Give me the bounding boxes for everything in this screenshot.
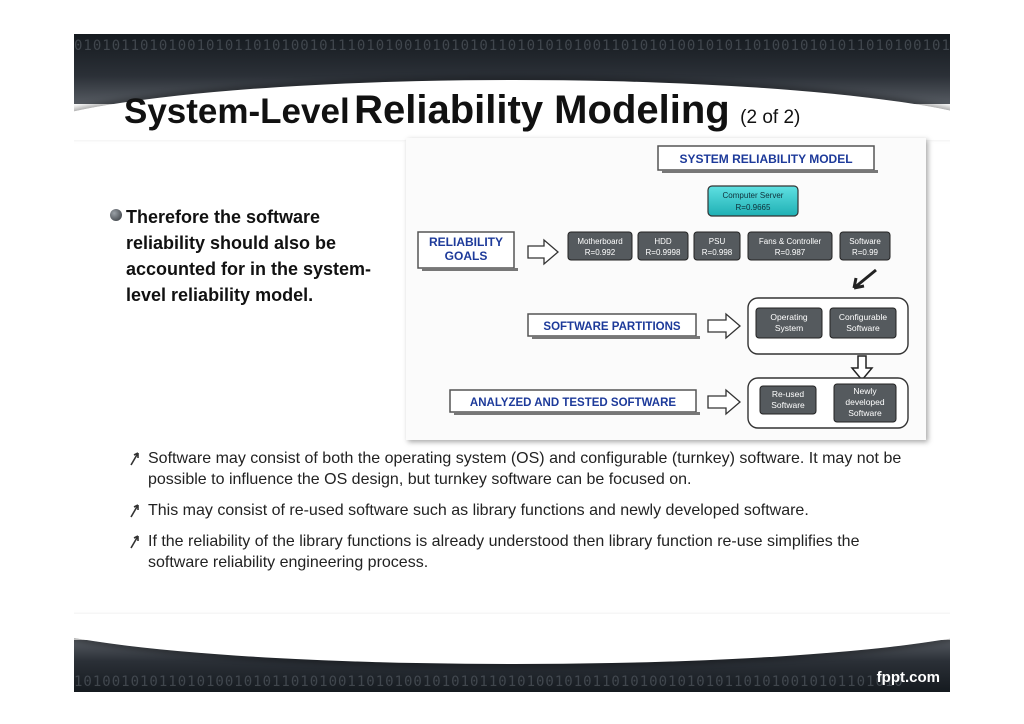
server-box: [707, 185, 799, 217]
arrow-bullet-icon: [130, 452, 139, 466]
software-partitions-label: SOFTWARE PARTITIONS: [543, 321, 680, 333]
svg-text:HDD: HDD: [654, 237, 672, 246]
reused-software: Re-used Software: [759, 385, 817, 415]
sub-bullet-text: If the reliability of the library functi…: [148, 533, 860, 571]
title-page-indicator: (2 of 2): [740, 107, 801, 128]
sub-bullet-text: Software may consist of both the operati…: [148, 450, 902, 488]
partition-configurable-software: Configurable Software: [829, 307, 897, 339]
reliability-diagram: SYSTEM RELIABILITY MODEL Computer Server…: [406, 138, 926, 440]
component-software: Software R=0.99: [839, 231, 891, 261]
svg-text:Fans & Controller: Fans & Controller: [759, 237, 822, 246]
binary-pattern: 0101011010100101011010100101110101001010…: [74, 38, 950, 54]
binary-pattern-bottom: 1010010101101010010101101010011010100101…: [74, 674, 904, 690]
svg-text:Software: Software: [846, 323, 880, 333]
server-name: Computer Server: [723, 191, 784, 200]
svg-text:Re-used: Re-used: [772, 389, 804, 399]
svg-text:PSU: PSU: [709, 237, 726, 246]
component-psu: PSU R=0.998: [693, 231, 741, 261]
title-part-2: Reliability Modeling: [354, 88, 730, 132]
svg-text:R=0.987: R=0.987: [775, 248, 806, 257]
svg-text:Operating: Operating: [770, 312, 808, 322]
list-item: Software may consist of both the operati…: [124, 448, 924, 490]
arrow-bullet-icon: [130, 504, 139, 518]
main-bullet: Therefore the software reliability shoul…: [110, 204, 380, 308]
arrow-goals-icon: [527, 238, 559, 266]
svg-text:Configurable: Configurable: [839, 312, 887, 322]
server-r: R=0.9665: [736, 203, 771, 212]
bullet-dot-icon: [110, 209, 122, 221]
svg-text:R=0.998: R=0.998: [702, 248, 733, 257]
component-hdd: HDD R=0.9998: [637, 231, 689, 261]
svg-text:R=0.9998: R=0.9998: [646, 248, 681, 257]
slide: 0101011010100101011010100101110101001010…: [74, 34, 950, 692]
svg-text:developed: developed: [845, 397, 885, 407]
component-fans-controller: Fans & Controller R=0.987: [747, 231, 833, 261]
component-motherboard: Motherboard R=0.992: [567, 231, 633, 261]
sub-bullet-text: This may consist of re-used software suc…: [148, 502, 809, 519]
svg-text:Software: Software: [849, 237, 881, 246]
partition-operating-system: Operating System: [755, 307, 823, 339]
analyzed-label: ANALYZED AND TESTED SOFTWARE: [470, 397, 676, 409]
svg-text:System: System: [775, 323, 803, 333]
arrow-bullet-icon: [130, 535, 139, 549]
list-item: This may consist of re-used software suc…: [124, 500, 924, 521]
svg-text:R=0.99: R=0.99: [852, 248, 879, 257]
sub-bullet-list: Software may consist of both the operati…: [124, 448, 924, 583]
model-title-label: SYSTEM RELIABILITY MODEL: [679, 152, 852, 166]
newly-developed-software: Newly developed Software: [833, 383, 897, 423]
arrow-partitions-icon: [707, 312, 741, 340]
arrow-diagonal-icon: [852, 268, 877, 290]
svg-text:Newly: Newly: [853, 386, 877, 396]
goals-line-1: RELIABILITY: [429, 235, 503, 249]
main-bullet-text: Therefore the software reliability shoul…: [126, 207, 372, 305]
svg-text:Software: Software: [848, 408, 882, 418]
fppt-logo: fppt.com: [876, 669, 940, 686]
arrow-down-icon: [850, 355, 874, 382]
slide-title: System-Level Reliability Modeling (2 of …: [124, 88, 800, 133]
diagram-svg: SYSTEM RELIABILITY MODEL Computer Server…: [417, 145, 909, 429]
arrow-analyzed-icon: [707, 388, 741, 416]
svg-text:R=0.992: R=0.992: [585, 248, 616, 257]
reliability-goals-box: [417, 231, 515, 269]
svg-text:Software: Software: [771, 400, 805, 410]
svg-text:Motherboard: Motherboard: [577, 237, 622, 246]
list-item: If the reliability of the library functi…: [124, 531, 924, 573]
goals-line-2: GOALS: [445, 249, 488, 263]
title-part-1: System-Level: [124, 92, 350, 131]
